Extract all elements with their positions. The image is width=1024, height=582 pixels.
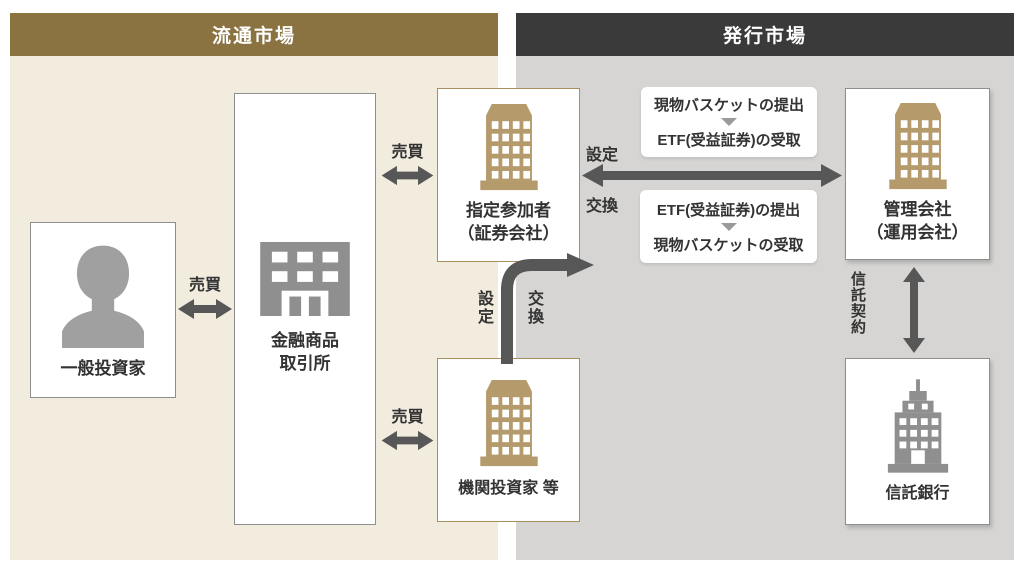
node-label: 指定参加者 （証券会社） (457, 201, 560, 243)
node-label: 管理会社 （運用会社） (866, 200, 969, 242)
secondary-market-header: 流通市場 (10, 13, 498, 56)
creation-exchange-arrow (581, 163, 843, 188)
trade-arrow-exchange-institutional (379, 429, 436, 452)
exchange-building-icon (260, 242, 350, 317)
primary-market-title: 発行市場 (722, 26, 807, 47)
creation-label: 設定 (586, 147, 619, 164)
redemption-step-2: 現物バスケットの受取 (653, 236, 804, 254)
trade-arrow-investor-exchange (177, 297, 233, 321)
office-building-icon (478, 380, 540, 468)
trust-agreement-arrow (901, 266, 927, 354)
trade-label-exchange-institutional: 売買 (391, 409, 424, 426)
creation-step-2: ETF(受益証券)の受取 (657, 132, 801, 149)
office-building-icon (478, 104, 540, 192)
node-trust-bank: 信託銀行 (845, 358, 990, 525)
trade-arrow-exchange-participant (379, 164, 436, 187)
exchange-label: 交換 (586, 198, 619, 215)
node-general-investor: 一般投資家 (30, 222, 176, 398)
office-building-icon (887, 103, 949, 191)
bank-building-icon (883, 379, 953, 473)
step-down-triangle-icon (720, 222, 737, 231)
secondary-market-title: 流通市場 (211, 26, 296, 47)
step-down-triangle-icon (721, 118, 737, 126)
node-management-company: 管理会社 （運用会社） (845, 88, 990, 260)
primary-market-header: 発行市場 (516, 13, 1014, 56)
curved-creation-exchange-arrow (455, 252, 595, 364)
node-label: 一般投資家 (60, 358, 146, 378)
node-institutional-investor: 機関投資家 等 (437, 358, 580, 522)
redemption-step-1: ETF(受益証券)の提出 (656, 201, 801, 219)
person-icon (51, 240, 155, 348)
trade-label-investor-exchange: 売買 (188, 277, 221, 294)
node-label: 信託銀行 (885, 484, 950, 502)
trade-label-exchange-participant: 売買 (391, 144, 424, 161)
node-designated-participant: 指定参加者 （証券会社） (437, 88, 580, 262)
trust-agreement-label: 信託契約 (849, 271, 866, 335)
creation-flow-box: 現物バスケットの提出 ETF(受益証券)の受取 (641, 87, 817, 157)
node-label: 機関投資家 等 (458, 480, 559, 498)
creation-vertical-label: 設定 (475, 290, 492, 326)
creation-step-1: 現物バスケットの提出 (653, 97, 804, 114)
redemption-flow-box: ETF(受益証券)の提出 現物バスケットの受取 (640, 190, 817, 263)
node-exchange: 金融商品 取引所 (234, 93, 376, 525)
exchange-vertical-label: 交換 (525, 290, 542, 326)
node-label: 金融商品 取引所 (271, 331, 339, 373)
